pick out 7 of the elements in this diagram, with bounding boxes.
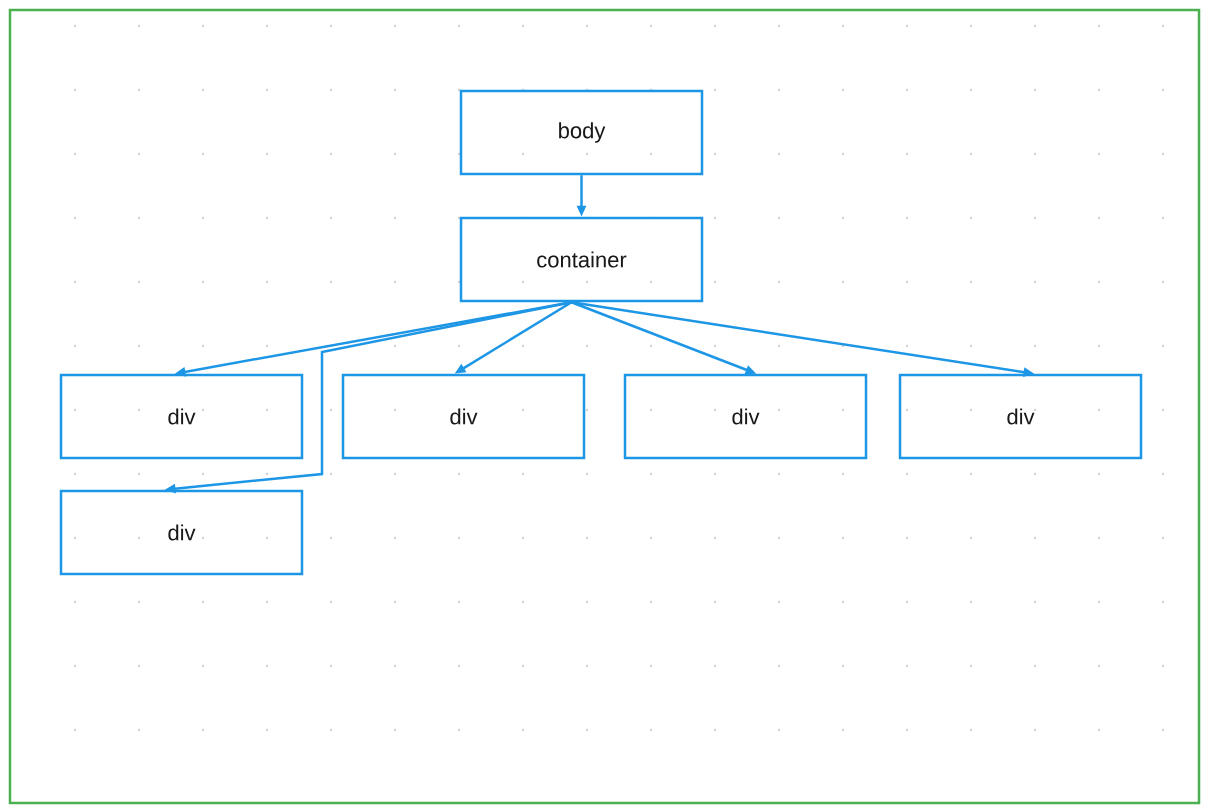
node-box: div [59, 373, 304, 460]
node-box: container [459, 216, 704, 303]
node-box: div [59, 489, 304, 576]
node-box: div [341, 373, 586, 460]
node-box: body [459, 89, 704, 176]
node-box: div [898, 373, 1143, 460]
node-box: div [623, 373, 868, 460]
